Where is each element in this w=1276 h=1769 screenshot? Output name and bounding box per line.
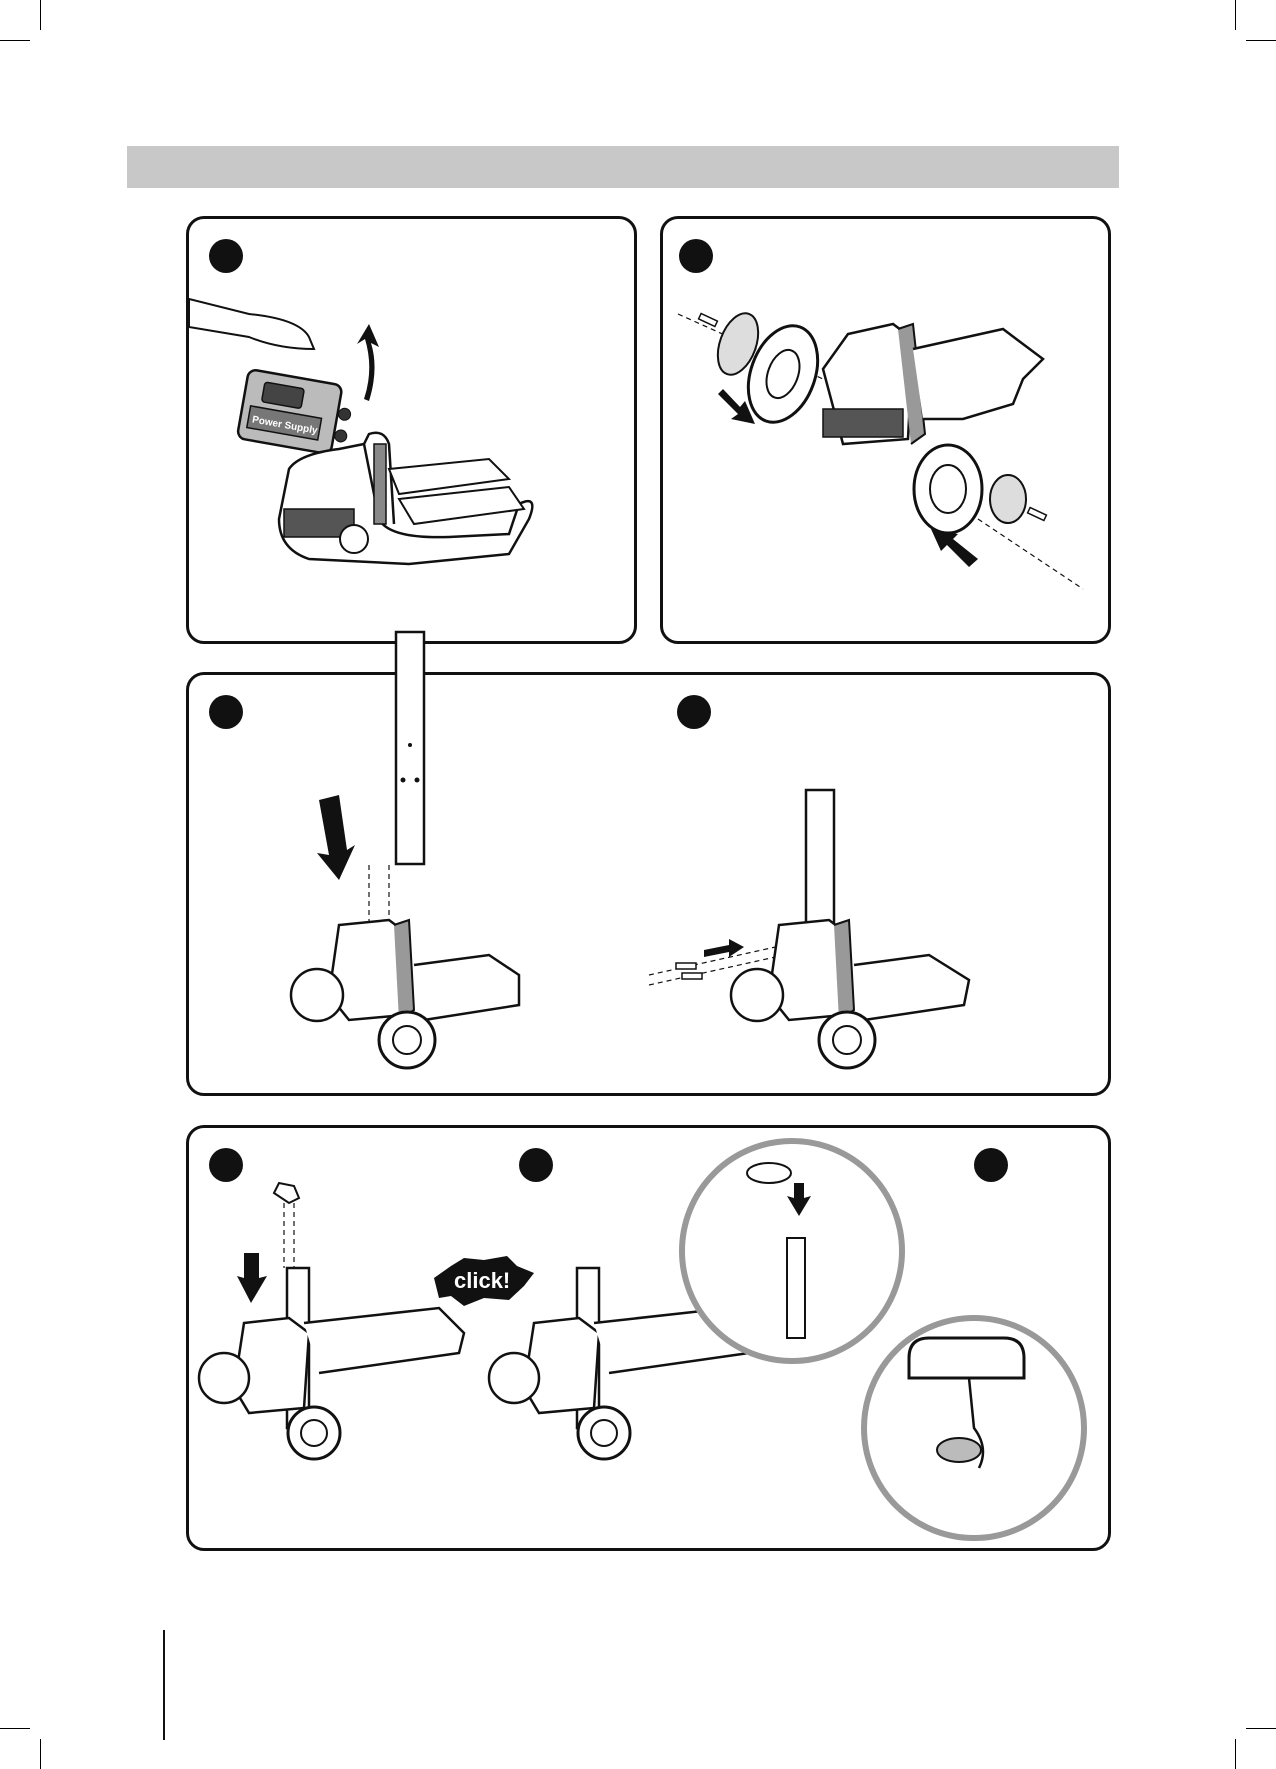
crop-mark (1235, 1739, 1236, 1769)
panel-attach-wheels (660, 216, 1111, 644)
crop-mark (1246, 40, 1276, 41)
caddy-left (291, 920, 519, 1068)
crop-mark (0, 40, 30, 41)
screw-left (699, 313, 718, 326)
hub-cap-right (990, 475, 1026, 523)
panel-insert-handle (186, 672, 1111, 1096)
click-callout: click! (454, 1268, 510, 1293)
crop-mark (0, 1728, 30, 1729)
power-supply-removal-illustration: Power Supply (189, 219, 640, 647)
crop-mark (1235, 0, 1236, 30)
crop-mark (40, 0, 41, 30)
caddy-right (731, 920, 969, 1068)
handle-bar-illustration (394, 630, 430, 870)
power-supply-box: Power Supply (237, 369, 356, 457)
panel-remove-power-supply: Power Supply (186, 216, 637, 644)
panel-attach-clip: click! (186, 1125, 1111, 1551)
wheel-attachment-illustration (663, 219, 1114, 647)
clip-assembly-illustration: click! (189, 1128, 1114, 1554)
section-header-bar (127, 146, 1119, 188)
crop-mark (1246, 1728, 1276, 1729)
handle-insert-illustration (189, 675, 1114, 1099)
caddy-step-a (199, 1308, 464, 1459)
crop-mark (40, 1739, 41, 1769)
footer-rule (163, 1630, 165, 1740)
